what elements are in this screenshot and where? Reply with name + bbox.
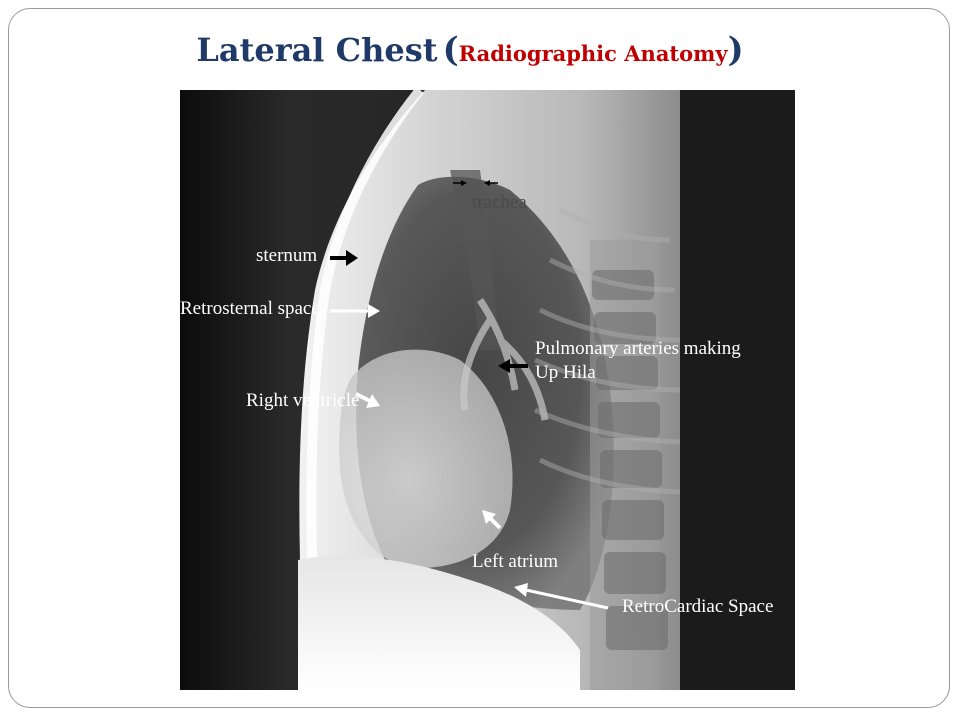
xray-drawing xyxy=(180,90,795,690)
xray-vertebrae xyxy=(592,270,668,650)
pulmonary-arrowhead xyxy=(498,359,510,373)
sternum-arrowhead xyxy=(346,250,358,266)
label-pulmonary-line2: Up Hila xyxy=(535,362,596,383)
trachea-arrowhead-right xyxy=(484,180,490,186)
xray-ribs xyxy=(533,207,681,495)
retrocardiac-arrowhead xyxy=(514,583,528,597)
trachea-arrowhead-left xyxy=(461,180,467,186)
right-ventricle-arrowhead xyxy=(366,394,380,408)
xray-trachea-column xyxy=(450,170,500,350)
label-left-atrium: Left atrium xyxy=(472,551,558,572)
label-pulmonary-line1: Pulmonary arteries making xyxy=(535,338,741,359)
xray-film-edge xyxy=(680,90,795,690)
label-sternum: sternum xyxy=(256,245,318,266)
slide-title: Lateral Chest (Radiographic Anatomy) xyxy=(0,30,940,70)
title-close-paren: ) xyxy=(727,30,744,70)
left-atrium-arrowhead xyxy=(482,510,496,524)
label-retrosternal-space: Retrosternal space xyxy=(180,298,320,319)
label-retrocardiac-space: RetroCardiac Space xyxy=(622,596,774,617)
label-trachea: trachea xyxy=(472,192,527,213)
slide-frame xyxy=(8,8,950,708)
xray-diaphragm xyxy=(298,556,580,690)
right-ventricle-arrow-shaft xyxy=(355,392,371,403)
chest-xray-image: trachea sternum Retrosternal space Pulmo… xyxy=(180,90,795,690)
label-right-ventricle: Right ventricle xyxy=(246,390,360,411)
retrosternal-arrowhead xyxy=(368,304,380,318)
xray-hilar-vessels xyxy=(460,298,549,421)
retrocardiac-arrow-shaft xyxy=(525,588,609,610)
title-open-paren: ( xyxy=(442,30,459,70)
title-main: Lateral Chest xyxy=(196,31,438,69)
title-subtitle: Radiographic Anatomy xyxy=(458,41,728,66)
xray-heart-shadow xyxy=(339,349,513,569)
